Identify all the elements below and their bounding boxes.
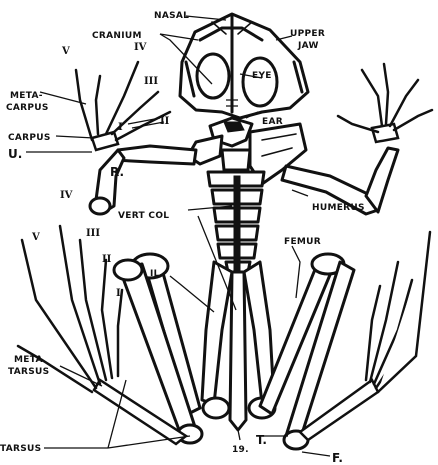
digit-foot-v: V xyxy=(31,232,40,243)
label-upper-jaw-line1: UPPER xyxy=(290,29,325,39)
label-ear: EAR xyxy=(262,117,283,127)
left-humerus xyxy=(114,146,196,164)
digit-hand-v: V xyxy=(61,46,70,57)
digit-hand-iii: III xyxy=(144,76,158,87)
label-upper-jaw-line2: JAW xyxy=(297,41,319,51)
label-carpus: CARPUS xyxy=(8,133,51,143)
digit-hand-ii: II xyxy=(160,116,170,127)
label-vert-col: VERT COL xyxy=(118,211,169,221)
label-meta-carpus-line2: CARPUS xyxy=(6,103,49,113)
digit-hand-iv: IV xyxy=(134,42,147,53)
digit-foot-i: I xyxy=(116,288,121,299)
label-tibia: T. xyxy=(256,433,267,447)
label-ulna: U. xyxy=(8,147,22,161)
label-tarsus: TARSUS xyxy=(0,444,41,454)
urostyle xyxy=(230,272,246,430)
label-meta-tarsus-line2: TARSUS xyxy=(8,367,49,377)
digit-foot-iii: III xyxy=(86,228,100,239)
label-fibula: F. xyxy=(332,451,343,465)
label-urostyle-number: 19. xyxy=(232,445,249,455)
left-eye-socket xyxy=(197,54,229,98)
right-eye-socket xyxy=(243,58,277,106)
label-meta-tarsus-line1: META xyxy=(14,355,43,365)
right-leg xyxy=(260,232,430,449)
digit-hand-i: I xyxy=(118,122,123,133)
digit-arm-iv: IV xyxy=(60,190,73,201)
digit-foot-ii: II xyxy=(102,254,112,265)
label-cranium: CRANIUM xyxy=(92,31,142,41)
left-ilium xyxy=(202,262,232,404)
label-femur: FEMUR xyxy=(284,237,321,247)
label-ilium: IL xyxy=(150,269,160,279)
label-meta-carpus-line1: META- xyxy=(10,91,43,101)
label-humerus: HUMERUS xyxy=(312,203,365,213)
label-radius: R. xyxy=(110,165,124,179)
label-nasal: NASAL xyxy=(154,11,189,21)
label-eye: EYE xyxy=(252,71,272,81)
right-carpus xyxy=(372,124,398,142)
skull xyxy=(180,14,308,118)
